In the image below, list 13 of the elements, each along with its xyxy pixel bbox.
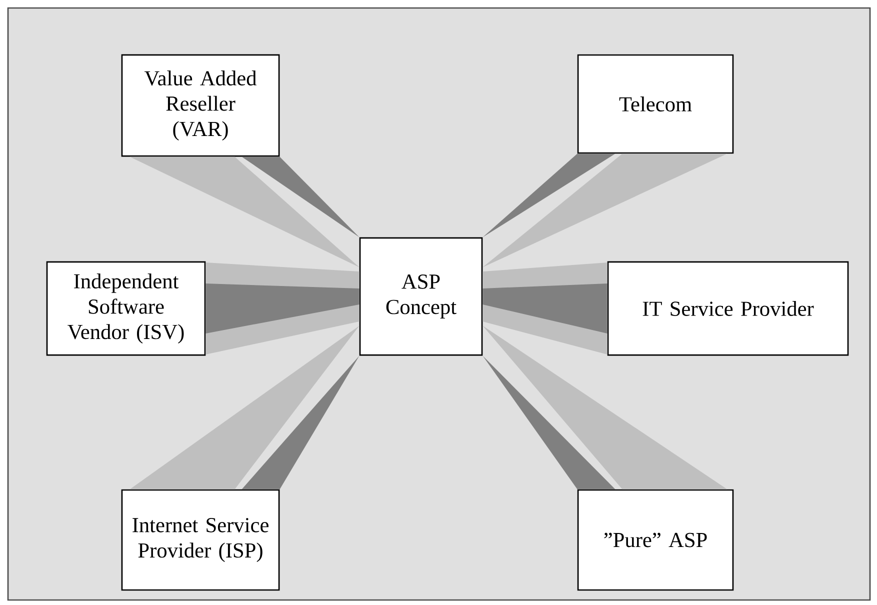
role-box: Independent Software Vendor (ISV) (46, 261, 206, 356)
beam (206, 262, 360, 354)
concept-box: ASP Concept (359, 237, 483, 356)
role-box: Internet Service Provider (ISP) (121, 489, 280, 591)
beam (130, 326, 360, 490)
beam (130, 156, 360, 268)
role-box: IT Service Provider (607, 261, 849, 356)
beam (482, 154, 728, 268)
beam (482, 262, 608, 354)
beam (482, 326, 728, 490)
role-box: Value Added Reseller (VAR) (121, 54, 280, 157)
role-box: ”Pure” ASP (577, 489, 734, 591)
role-box: Telecom (577, 54, 734, 154)
